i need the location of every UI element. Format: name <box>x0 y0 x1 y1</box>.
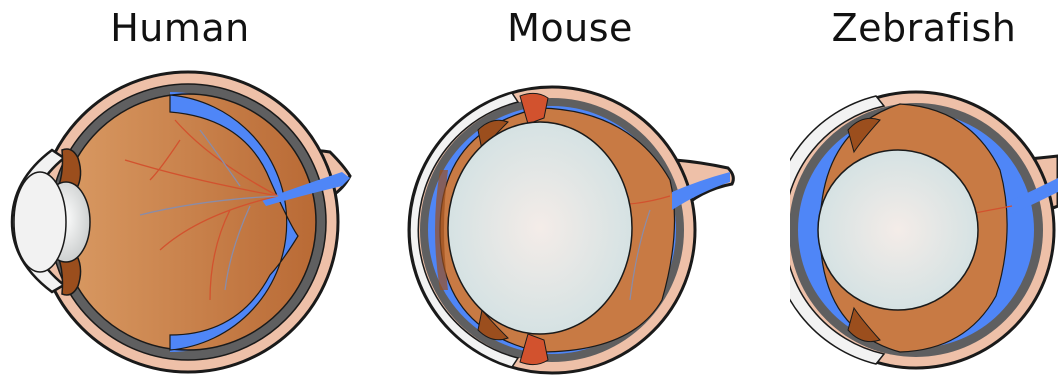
mouse-eye-diagram <box>400 0 740 377</box>
mouse-eye-panel: Mouse <box>400 0 740 377</box>
zebrafish-eye-diagram <box>790 0 1058 377</box>
vitreous-chamber <box>60 94 316 350</box>
human-eye-diagram <box>0 0 360 377</box>
zebrafish-eye-panel: Zebrafish <box>790 0 1058 377</box>
lens <box>818 150 978 310</box>
lens <box>448 122 632 334</box>
human-eye-panel: Human <box>0 0 360 377</box>
